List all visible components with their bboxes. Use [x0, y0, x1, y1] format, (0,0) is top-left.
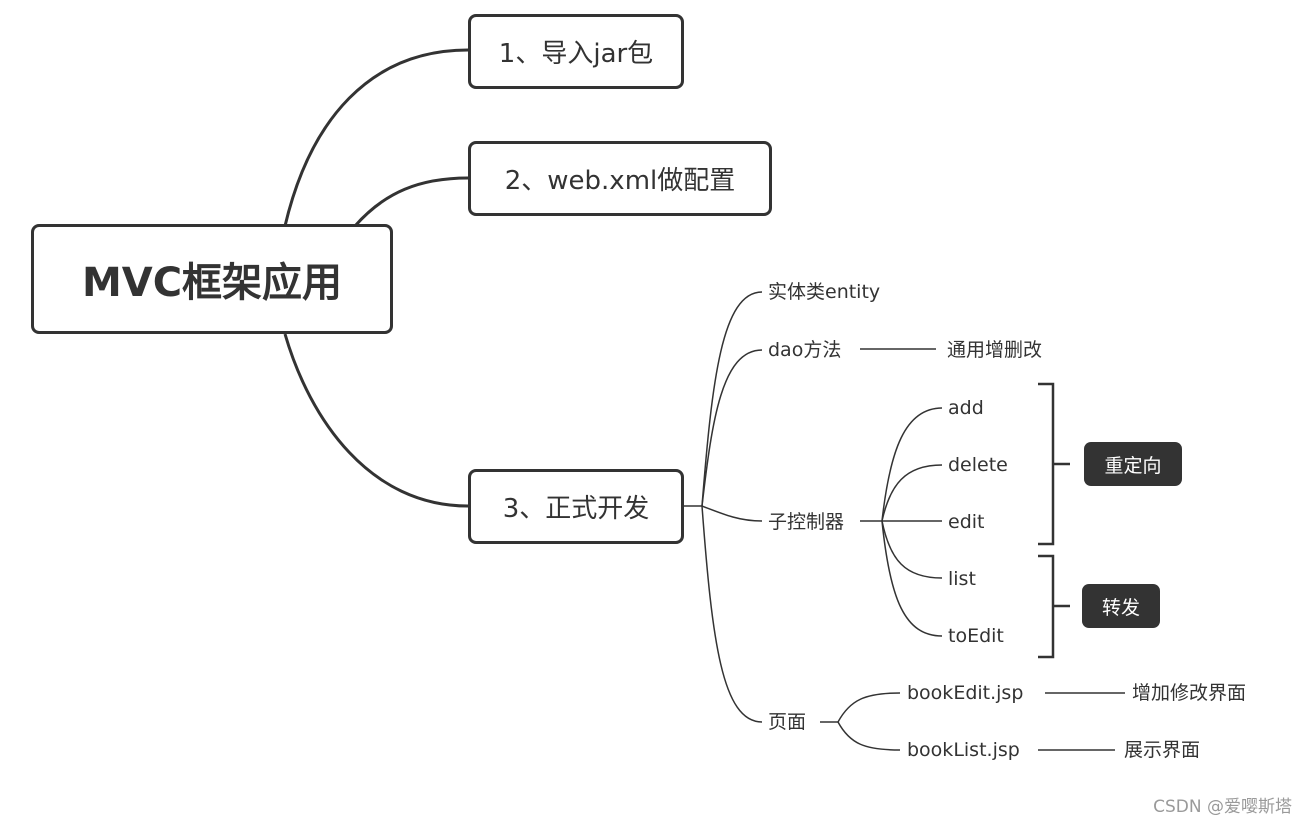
connector-controller	[701, 505, 763, 522]
node-method-toedit[interactable]: toEdit	[948, 625, 1004, 647]
summary-tag-redirect[interactable]: 重定向	[1084, 442, 1182, 486]
node-method-edit[interactable]: edit	[948, 511, 985, 533]
bracket-forward	[1038, 554, 1070, 659]
node-page-bookedit-note[interactable]: 增加修改界面	[1132, 682, 1247, 704]
connector-entity	[701, 291, 763, 507]
root-node-label: MVC框架应用	[81, 260, 343, 306]
connector-pages	[701, 505, 763, 723]
branch-node-label: 3、正式开发	[502, 494, 650, 524]
connector-method-list	[881, 520, 943, 579]
bracket-redirect	[1038, 382, 1070, 546]
connector-root-branch-2	[353, 176, 469, 227]
node-pages[interactable]: 页面	[768, 711, 807, 733]
node-page-booklist-note[interactable]: 展示界面	[1124, 739, 1201, 761]
node-method-list[interactable]: list	[948, 568, 976, 590]
connector-page-edit	[837, 692, 901, 723]
connector-method-delete	[881, 464, 943, 522]
branch-node-web-xml[interactable]: 2、web.xml做配置	[468, 141, 772, 216]
connector-root-branch-1	[283, 48, 469, 227]
watermark: CSDN @爱嘤斯塔	[1153, 797, 1292, 817]
node-page-bookedit[interactable]: bookEdit.jsp	[907, 682, 1024, 704]
node-controller[interactable]: 子控制器	[768, 511, 845, 533]
summary-tag-label: 重定向	[1104, 454, 1162, 477]
connector-page-list	[837, 721, 901, 751]
node-page-booklist[interactable]: bookList.jsp	[907, 739, 1020, 761]
branch-node-label: 2、web.xml做配置	[504, 166, 736, 196]
node-method-add[interactable]: add	[948, 397, 984, 419]
connector-method-toedit	[881, 520, 943, 637]
root-node[interactable]: MVC框架应用	[31, 224, 393, 334]
connector-root-branch-3	[283, 333, 469, 508]
branch-node-development[interactable]: 3、正式开发	[468, 469, 684, 544]
branch-node-import-jar[interactable]: 1、导入jar包	[468, 14, 684, 89]
summary-tag-label: 转发	[1101, 596, 1140, 619]
summary-tag-forward[interactable]: 转发	[1082, 584, 1160, 628]
connector-dao	[701, 349, 763, 507]
connector-method-add	[881, 407, 943, 522]
node-method-delete[interactable]: delete	[948, 454, 1008, 476]
node-dao[interactable]: dao方法	[768, 339, 842, 361]
branch-node-label: 1、导入jar包	[498, 39, 654, 69]
node-dao-crud[interactable]: 通用增删改	[947, 339, 1043, 361]
node-entity[interactable]: 实体类entity	[768, 281, 881, 303]
